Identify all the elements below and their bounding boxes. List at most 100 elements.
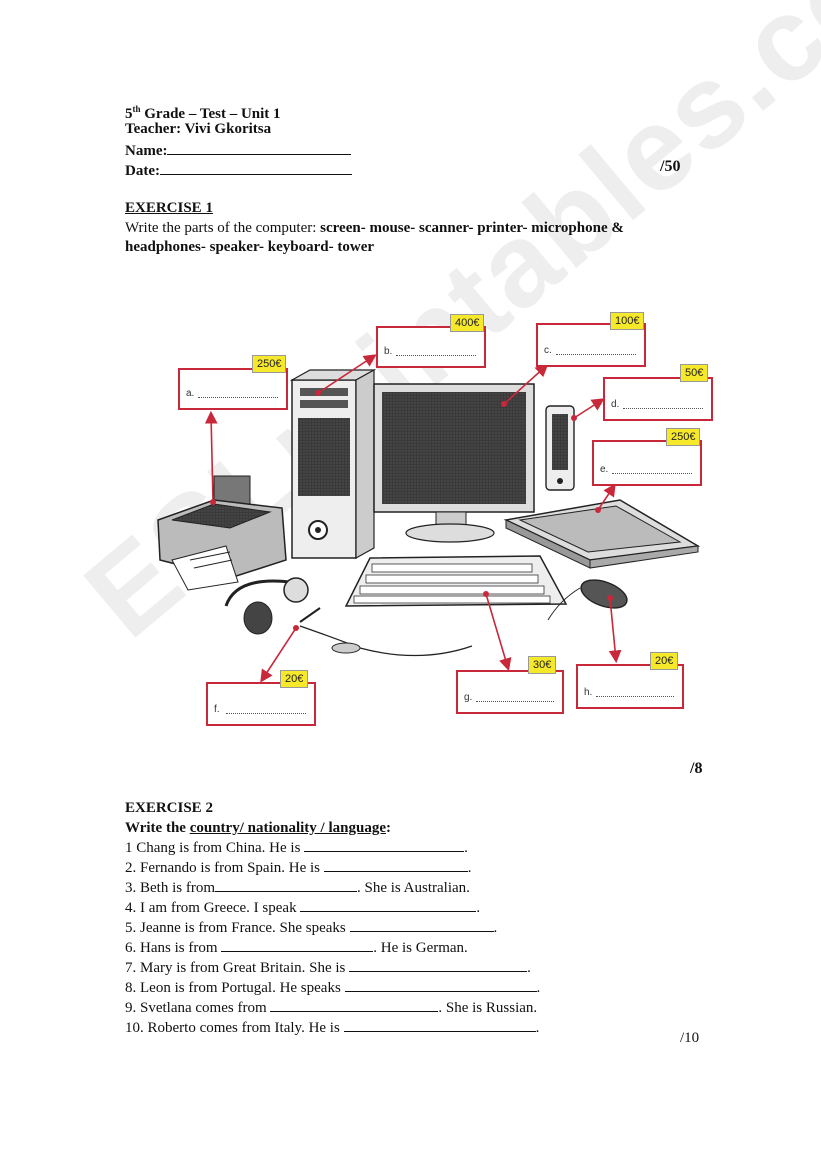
price-tag-h: 20€ <box>650 652 679 670</box>
exercise2-instruction: Write the country/ nationality / languag… <box>125 819 705 838</box>
label-box-h[interactable]: h. <box>576 664 684 709</box>
price-tag-e: 250€ <box>666 428 701 446</box>
sentence-end: . <box>464 840 468 856</box>
label-letter: f. <box>214 704 220 715</box>
answer-line[interactable] <box>596 696 674 697</box>
price-tag-f: 20€ <box>280 670 309 688</box>
sentence-row: 9. Svetlana comes from . She is Russian. <box>125 998 540 1018</box>
label-letter: e. <box>600 464 609 475</box>
sentence-end: . He is German. <box>373 940 468 956</box>
sentence-list: 1 Chang is from China. He is . 2. Fernan… <box>125 838 540 1038</box>
name-field[interactable] <box>167 140 352 155</box>
price-tag-b: 400€ <box>450 314 485 332</box>
label-box-a[interactable]: a. <box>178 368 288 410</box>
grade-title: Grade – Test – Unit 1 <box>140 106 281 122</box>
answer-line[interactable] <box>198 397 278 398</box>
total-score: /50 <box>660 158 681 175</box>
scanner-drawing <box>503 499 701 569</box>
label-box-c[interactable]: c. <box>536 323 646 367</box>
sentence-text: 8. Leon is from Portugal. He speaks <box>125 980 345 996</box>
sentence-end: . <box>467 860 472 876</box>
sentence-text: 5. Jeanne is from France. She speaks <box>125 920 350 936</box>
answer-blank[interactable] <box>349 958 528 972</box>
sentence-end: . <box>535 1020 540 1036</box>
answer-line[interactable] <box>476 701 554 702</box>
sentence-end: . <box>536 980 541 996</box>
sentence-row: 3. Beth is from . She is Australian. <box>125 878 540 898</box>
sentence-row: 6. Hans is from . He is German. <box>125 938 540 958</box>
sentence-row: 4. I am from Greece. I speak . <box>125 898 540 918</box>
exercise2-title: EXERCISE 2 <box>125 800 213 816</box>
sentence-text: 9. Svetlana comes from <box>125 1000 271 1016</box>
sentence-end: . <box>493 920 498 936</box>
label-letter: g. <box>464 692 473 703</box>
sentence-text: 7. Mary is from Great Britain. She is <box>125 960 350 976</box>
exercise1-instruction-text: Write the parts of the computer: <box>125 220 321 236</box>
date-line: Date: <box>125 160 352 180</box>
sentence-text: 3. Beth is from <box>125 880 215 896</box>
answer-blank[interactable] <box>215 878 357 892</box>
answer-blank[interactable] <box>323 858 468 872</box>
name-line: Name: <box>125 140 352 160</box>
price-tag-d: 50€ <box>680 364 709 382</box>
sentence-row: 10. Roberto comes from Italy. He is . <box>125 1018 540 1038</box>
answer-blank[interactable] <box>304 838 465 852</box>
sentence-row: 5. Jeanne is from France. She speaks . <box>125 918 540 938</box>
teacher-line: Teacher: Vivi Gkoritsa <box>125 121 272 137</box>
exercise2-score: /10 <box>680 1030 700 1046</box>
answer-blank[interactable] <box>349 918 494 932</box>
name-label: Name: <box>125 143 168 159</box>
label-box-d[interactable]: d. <box>603 377 713 421</box>
mouse-drawing <box>547 579 628 621</box>
label-letter: b. <box>384 346 393 357</box>
exercise1-word-list: screen- mouse- scanner- printer- microph… <box>125 220 624 255</box>
label-box-f[interactable]: f. <box>206 682 316 726</box>
answer-line[interactable] <box>226 713 306 714</box>
sentence-row: 8. Leon is from Portugal. He speaks . <box>125 978 540 998</box>
exercise1-instruction: Write the parts of the computer: screen-… <box>125 219 705 257</box>
label-letter: c. <box>544 345 552 356</box>
grade-line: 5th Grade – Test – Unit 1 <box>125 100 281 123</box>
answer-blank[interactable] <box>270 998 439 1012</box>
label-box-b[interactable]: b. <box>376 326 486 368</box>
price-tag-g: 30€ <box>528 656 557 674</box>
headphones-drawing <box>224 577 473 657</box>
label-box-g[interactable]: g. <box>456 670 564 714</box>
exercise2-instruction-suffix: : <box>385 820 391 836</box>
sentence-row: 1 Chang is from China. He is . <box>125 838 540 858</box>
sentence-text: 4. I am from Greece. I speak <box>125 900 301 916</box>
grade-superscript: th <box>132 104 141 114</box>
answer-line[interactable] <box>612 473 692 474</box>
sentence-row: 7. Mary is from Great Britain. She is . <box>125 958 540 978</box>
date-label: Date: <box>125 163 160 179</box>
price-tag-c: 100€ <box>610 312 645 330</box>
answer-line[interactable] <box>396 355 476 356</box>
label-letter: d. <box>611 399 620 410</box>
sentence-end: . She is Russian. <box>438 1000 538 1016</box>
sentence-row: 2. Fernando is from Spain. He is . <box>125 858 540 878</box>
speaker-drawing <box>545 405 575 491</box>
answer-blank[interactable] <box>300 898 477 912</box>
price-tag-a: 250€ <box>252 355 287 373</box>
date-field[interactable] <box>159 160 352 175</box>
answer-blank[interactable] <box>343 1018 536 1032</box>
answer-line[interactable] <box>556 354 636 355</box>
keyboard-drawing <box>344 555 568 607</box>
exercise1-title: EXERCISE 1 <box>125 200 213 216</box>
exercise2-instruction-underlined: country/ nationality / language <box>189 820 386 836</box>
exercise2-instruction-prefix: Write the <box>125 820 190 836</box>
sentence-text: 2. Fernando is from Spain. He is <box>125 860 324 876</box>
answer-blank[interactable] <box>221 938 374 952</box>
label-box-e[interactable]: e. <box>592 440 702 486</box>
sentence-end: . <box>527 960 531 976</box>
exercise1-score: /8 <box>690 760 703 777</box>
sentence-text: 10. Roberto comes from Italy. He is <box>125 1020 344 1036</box>
label-letter: h. <box>584 687 593 698</box>
label-letter: a. <box>186 388 195 399</box>
grade-number: 5 <box>125 106 133 122</box>
answer-line[interactable] <box>623 408 703 409</box>
sentence-end: . She is Australian. <box>357 880 470 896</box>
answer-blank[interactable] <box>344 978 537 992</box>
sentence-text: 6. Hans is from <box>125 940 222 956</box>
